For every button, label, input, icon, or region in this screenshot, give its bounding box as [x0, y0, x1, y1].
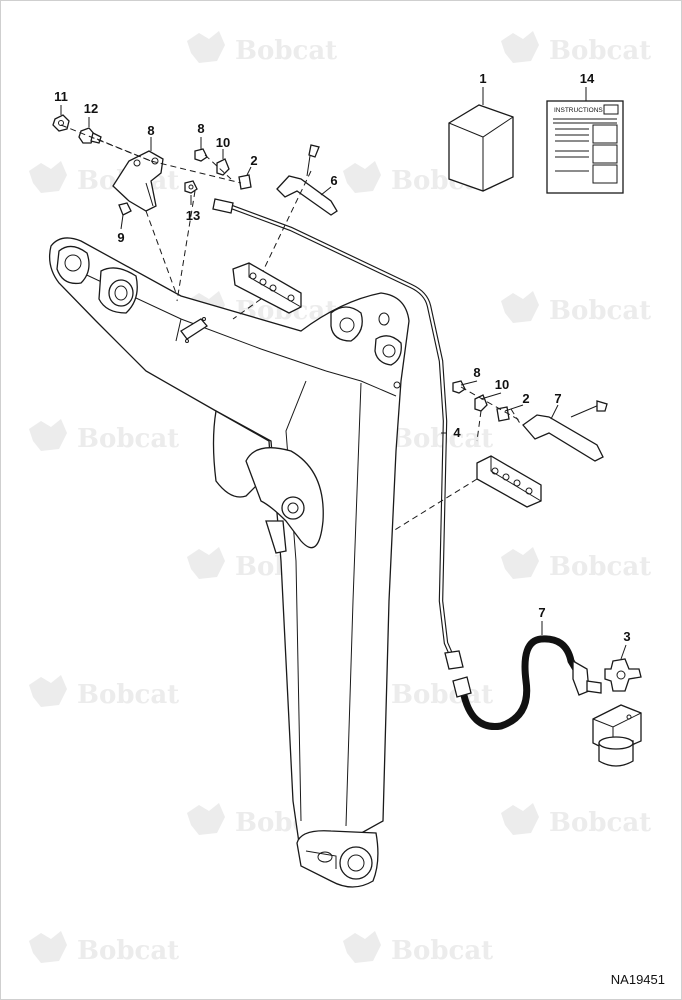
filter-assembly	[592, 658, 642, 767]
callout-12: 12	[84, 101, 98, 116]
hydraulic-hose	[452, 635, 602, 731]
drawing-number: NA19451	[611, 972, 665, 987]
watermark: Bobcat	[343, 931, 493, 966]
callout-3: 3	[623, 629, 630, 644]
hydraulic-tube	[212, 198, 464, 670]
kit-box	[448, 104, 514, 192]
bracket-6-lower	[522, 400, 608, 462]
bracket-6-upper	[276, 144, 338, 216]
watermark: Bobcat	[501, 291, 651, 326]
tube-clamp-lower	[476, 455, 542, 508]
callout-14: 14	[580, 71, 595, 86]
callout-9: 9	[117, 230, 124, 245]
watermark-text: Bobcat	[235, 36, 337, 66]
watermark: Bobcat	[501, 547, 651, 582]
watermark: Bobcat	[29, 675, 179, 710]
watermark-text: Bobcat	[391, 680, 493, 710]
watermark: Bobcat	[187, 31, 337, 66]
watermark: Bobcat	[501, 31, 651, 66]
callout-7: 7	[538, 605, 545, 620]
callout-10-lower: 10	[495, 377, 509, 392]
callout-leaders	[60, 87, 627, 660]
assembly-lines	[60, 124, 522, 532]
watermark-text: Bobcat	[391, 424, 493, 454]
watermark-text: Bobcat	[549, 808, 651, 838]
callout-8-lower: 8	[473, 365, 480, 380]
watermark: Bobcat	[501, 803, 651, 838]
callout-1: 1	[479, 71, 486, 86]
tube-clamp-upper	[232, 262, 302, 314]
callout-labels: 11 12 8 8 10 2 6 13 9 1 14 8 10 2 7 4 7 …	[54, 71, 630, 644]
callout-4: 4	[453, 425, 461, 440]
callout-13: 13	[186, 208, 200, 223]
watermark-text: Bobcat	[77, 680, 179, 710]
watermark-text: Bobcat	[77, 424, 179, 454]
callout-11: 11	[54, 89, 68, 104]
instructions-sheet: INSTRUCTIONS	[546, 100, 624, 194]
callout-2-upper: 2	[250, 153, 257, 168]
hardware-lower	[452, 380, 510, 422]
watermark-text: Bobcat	[77, 936, 179, 966]
watermark-text: Bobcat	[549, 36, 651, 66]
callout-10-upper: 10	[216, 135, 230, 150]
callout-6-lower: 7	[554, 391, 561, 406]
excavator-arm	[48, 237, 410, 888]
instructions-heading: INSTRUCTIONS	[554, 107, 603, 114]
callout-6-upper: 6	[330, 173, 337, 188]
watermark-text: Bobcat	[549, 552, 651, 582]
watermark-text: Bobcat	[391, 936, 493, 966]
callout-2-lower: 2	[522, 391, 529, 406]
hardware-upper	[52, 114, 252, 216]
watermark: Bobcat	[29, 931, 179, 966]
watermark: Bobcat	[29, 419, 179, 454]
watermark-text: Bobcat	[549, 296, 651, 326]
callout-5: 8	[147, 123, 154, 138]
callout-8-upper: 8	[197, 121, 204, 136]
